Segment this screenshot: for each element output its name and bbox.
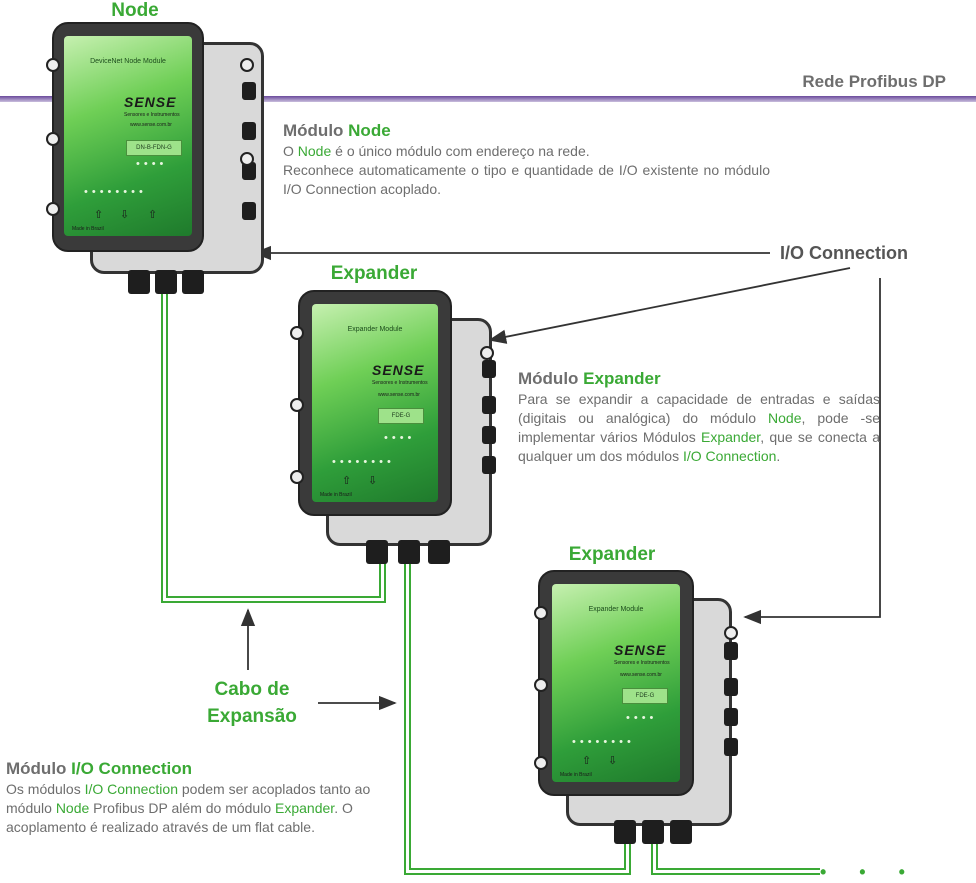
cable-gland <box>155 270 177 294</box>
led-row: •••••••• <box>572 736 635 748</box>
screw-icon <box>534 606 548 620</box>
arrow-up-icon: ⇧ <box>582 755 592 767</box>
cable-gland <box>642 820 664 844</box>
side-gland <box>242 162 256 180</box>
expansion-cable-label: Cabo de Expansão <box>192 676 312 730</box>
cable-gland <box>366 540 388 564</box>
arrow-down-icon: ⇩ <box>368 475 378 487</box>
node-enclosure: DeviceNet Node Module SENSE Sensores e I… <box>52 22 204 252</box>
side-gland <box>242 202 256 220</box>
io-description: Módulo I/O Connection Os módulos I/O Con… <box>6 759 396 837</box>
node-panel: DeviceNet Node Module SENSE Sensores e I… <box>64 36 192 236</box>
side-gland <box>482 396 496 414</box>
cable-gland <box>182 270 204 294</box>
led-row: •••••••• <box>84 186 147 198</box>
led-row: •••••••• <box>332 456 395 468</box>
side-gland <box>724 642 738 660</box>
screw-icon <box>724 626 738 640</box>
website: www.sense.com.br <box>620 672 662 678</box>
expander1-enclosure: Expander Module SENSE Sensores e Instrum… <box>298 290 452 516</box>
cabo-line1: Cabo de <box>214 679 290 700</box>
model-id: DN-B-FDN-G <box>126 140 182 156</box>
screw-icon <box>290 398 304 412</box>
side-gland <box>724 678 738 696</box>
screw-icon <box>290 326 304 340</box>
expander2-panel: Expander Module SENSE Sensores e Instrum… <box>552 584 680 782</box>
io-text: Os módulos I/O Connection podem ser acop… <box>6 781 371 835</box>
screw-icon <box>534 756 548 770</box>
arrow-up-icon: ⇧ <box>94 209 104 221</box>
arrow-up-icon: ⇧ <box>148 209 158 221</box>
screw-icon <box>534 678 548 692</box>
expander-section-title: Módulo Expander <box>518 369 661 388</box>
screw-icon <box>46 58 60 72</box>
expander2-heading: Expander <box>568 544 656 565</box>
node-line1: O Node é o único módulo com endereço na … <box>283 143 590 159</box>
arrow-down-icon: ⇩ <box>608 755 618 767</box>
made-in: Made in Brazil <box>72 226 104 232</box>
side-gland <box>482 360 496 378</box>
module-label: DeviceNet Node Module <box>90 58 166 65</box>
expansion-cable-1 <box>161 292 386 603</box>
led-row: •••• <box>384 432 416 444</box>
sense-logo: SENSE <box>124 94 177 110</box>
expander1-heading: Expander <box>330 263 418 284</box>
cable-gland <box>614 820 636 844</box>
side-gland <box>724 708 738 726</box>
module-label: Expander Module <box>347 326 403 333</box>
side-gland <box>482 456 496 474</box>
header-bar <box>0 96 976 102</box>
cable-gland <box>670 820 692 844</box>
cable-gland <box>128 270 150 294</box>
screw-icon <box>290 470 304 484</box>
expander1-panel: Expander Module SENSE Sensores e Instrum… <box>312 304 438 502</box>
expander2-enclosure: Expander Module SENSE Sensores e Instrum… <box>538 570 694 796</box>
led-row: •••• <box>136 158 168 170</box>
logo-tagline: Sensores e Instrumentos <box>614 660 670 666</box>
side-gland <box>724 738 738 756</box>
model-id: FDE-G <box>622 688 668 704</box>
logo-tagline: Sensores e Instrumentos <box>124 112 180 118</box>
node-section-title: Módulo Node <box>283 121 391 140</box>
side-gland <box>242 122 256 140</box>
logo-tagline: Sensores e Instrumentos <box>372 380 428 386</box>
cable-gland <box>428 540 450 564</box>
expander-text: Para se expandir a capacidade de entrada… <box>518 391 881 464</box>
node-description: Módulo Node O Node é o único módulo com … <box>283 121 770 199</box>
network-title: Rede Profibus DP <box>802 72 946 91</box>
side-gland <box>482 426 496 444</box>
continuation-ellipsis: • • • <box>820 862 919 882</box>
sense-logo: SENSE <box>372 362 425 378</box>
website: www.sense.com.br <box>378 392 420 398</box>
made-in: Made in Brazil <box>320 492 352 498</box>
node-heading: Node <box>111 0 159 21</box>
screw-icon <box>240 58 254 72</box>
expansion-cable-2 <box>404 555 631 875</box>
arrow-down-icon: ⇩ <box>120 209 130 221</box>
arrow-up-icon: ⇧ <box>342 475 352 487</box>
screw-icon <box>240 152 254 166</box>
screw-icon <box>46 202 60 216</box>
node-line2: Reconhece automaticamente o tipo e quant… <box>283 162 770 197</box>
module-label: Expander Module <box>588 606 644 613</box>
screw-icon <box>46 132 60 146</box>
screw-icon <box>480 346 494 360</box>
model-id: FDE-G <box>378 408 424 424</box>
cable-gland <box>398 540 420 564</box>
side-gland <box>242 82 256 100</box>
cabo-line2: Expansão <box>207 706 297 727</box>
made-in: Made in Brazil <box>560 772 592 778</box>
sense-logo: SENSE <box>614 642 667 658</box>
expansion-cable-3 <box>651 835 820 875</box>
io-arrow-exp1 <box>488 267 851 344</box>
io-arrow-exp2 <box>743 278 881 625</box>
website: www.sense.com.br <box>130 122 172 128</box>
expander-description: Módulo Expander Para se expandir a capac… <box>518 369 880 466</box>
io-section-title: Módulo I/O Connection <box>6 759 193 778</box>
io-connection-label: I/O Connection <box>780 243 908 263</box>
led-row: •••• <box>626 712 658 724</box>
